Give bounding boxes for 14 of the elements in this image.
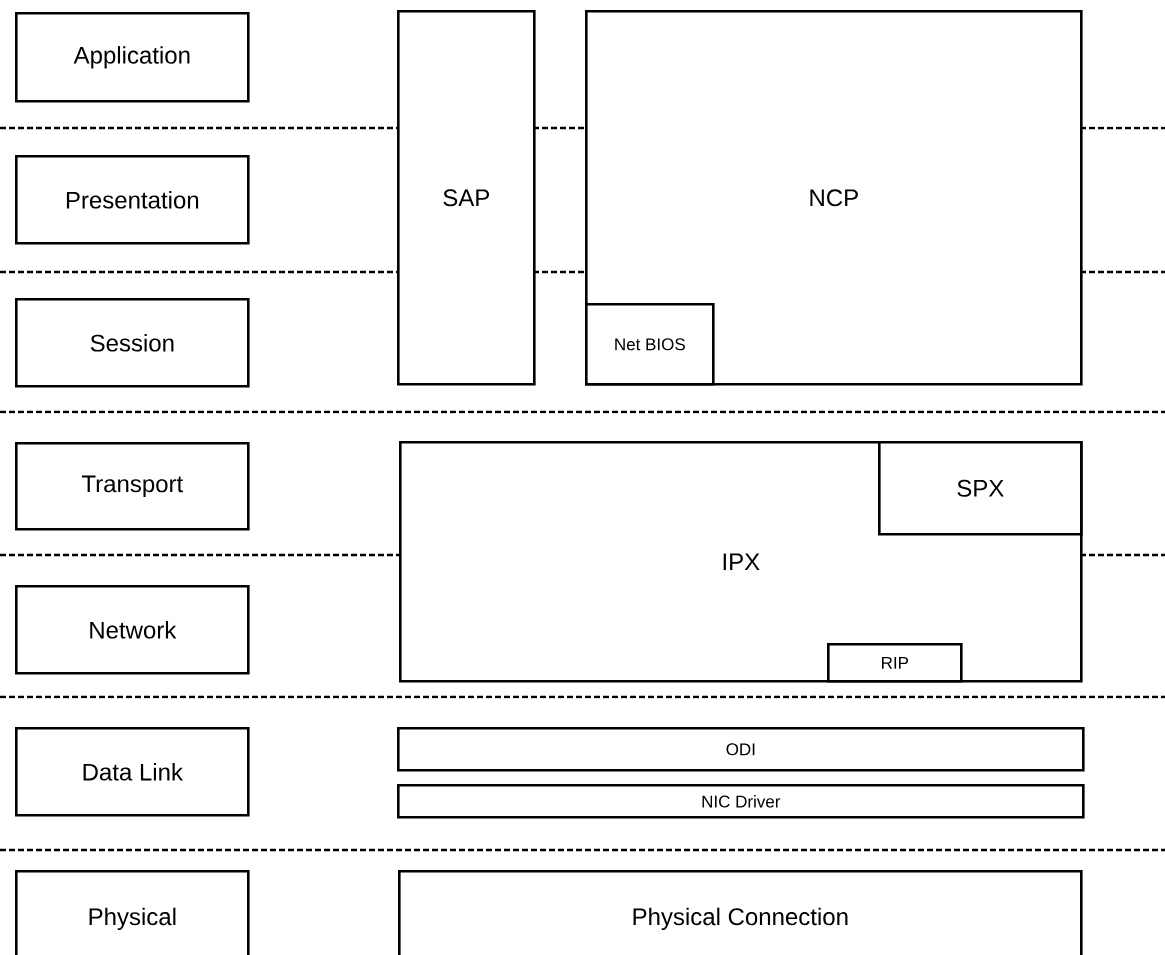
protocol-box: SAP <box>397 10 536 386</box>
protocol-box: Net BIOS <box>585 303 715 386</box>
osi-layer-box: Data Link <box>15 727 250 817</box>
protocol-box: Physical Connection <box>398 870 1083 955</box>
osi-layer-box: Presentation <box>15 155 250 245</box>
protocol-box: SPX <box>878 441 1083 536</box>
protocol-box: NIC Driver <box>397 784 1085 819</box>
protocol-box: RIP <box>827 643 963 683</box>
osi-layer-box: Network <box>15 585 250 675</box>
osi-layer-box: Physical <box>15 870 250 955</box>
protocol-box: ODI <box>397 727 1085 772</box>
osi-layer-box: Application <box>15 12 250 103</box>
osi-layer-box: Transport <box>15 442 250 531</box>
osi-layer-box: Session <box>15 298 250 388</box>
